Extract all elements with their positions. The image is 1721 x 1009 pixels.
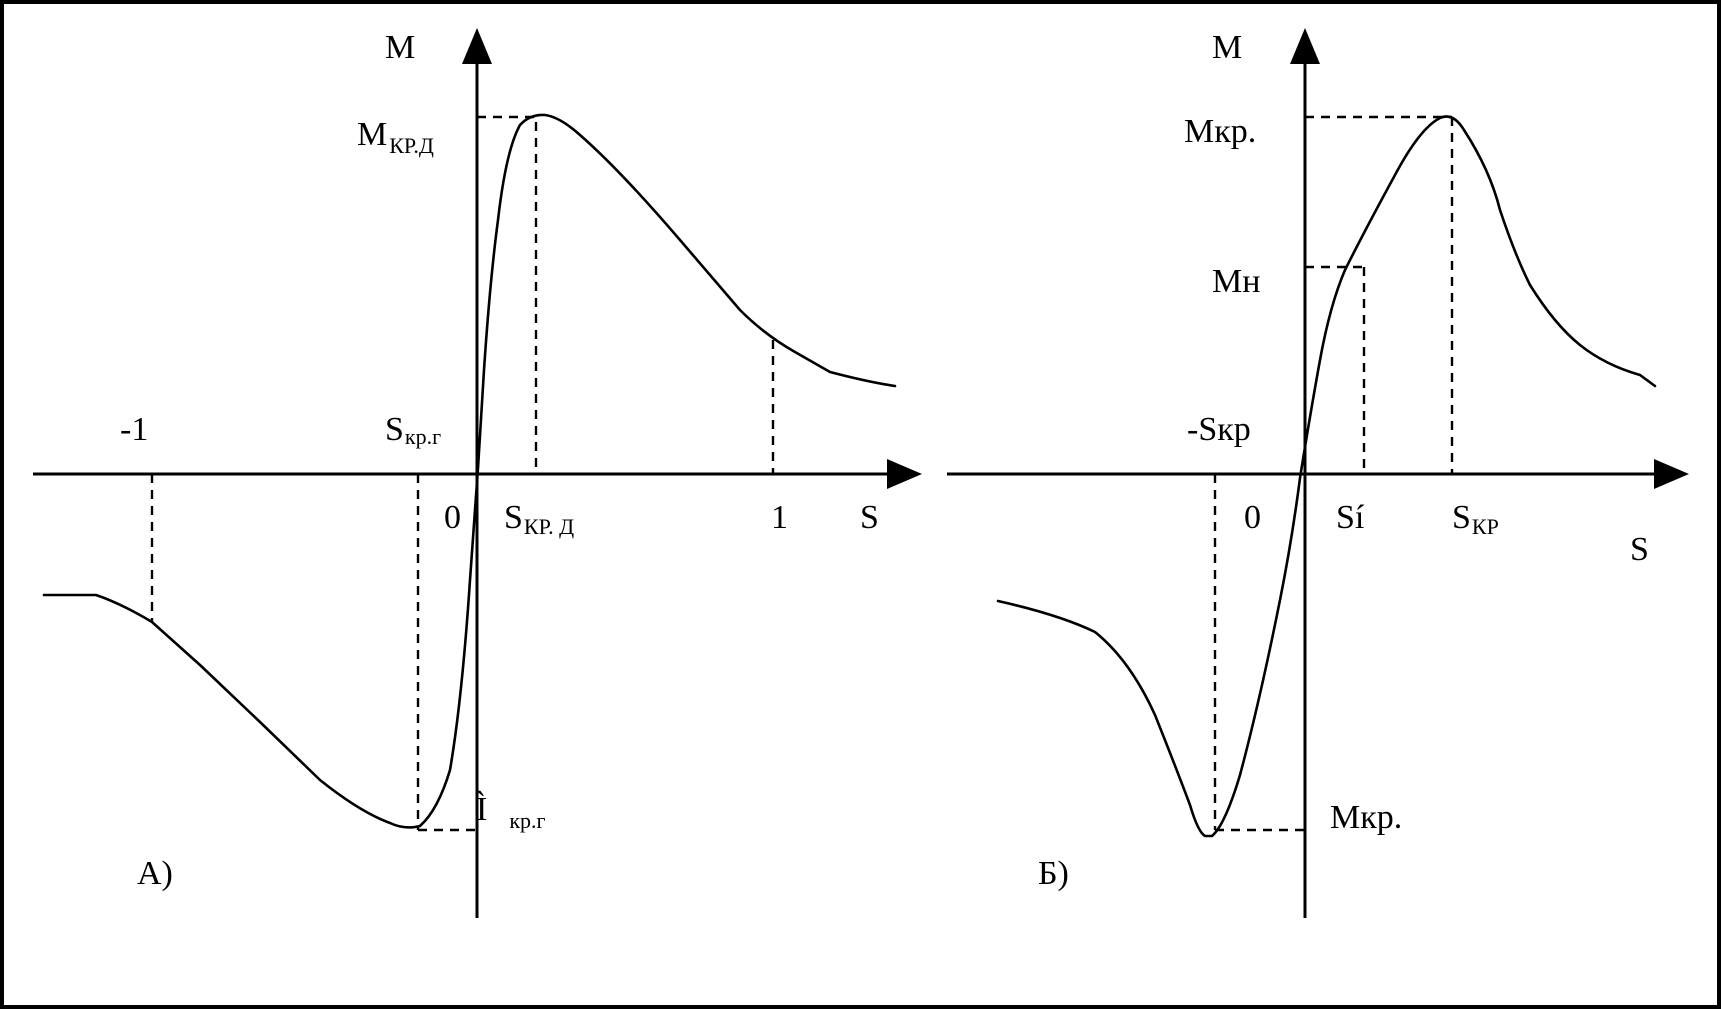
panel-a-torque-curve [42, 113, 897, 829]
panel-b-m-kr-top-label: Mкр. [1184, 113, 1256, 150]
panel-a-s-axis-arrow-icon [887, 459, 922, 489]
panel-b-s-n-label: Sí [1336, 499, 1365, 536]
panel-a-m-kr-d-main: M [357, 116, 387, 153]
panel-b-axis-s-label: S [1630, 531, 1649, 568]
panel-a-caption: А) [137, 855, 173, 892]
panel-a-tick-zero: 0 [444, 499, 461, 536]
panel-a-m-kr-d-label: MКР.Д [357, 116, 434, 158]
panel-b-m-axis-arrow-icon [1290, 28, 1320, 64]
panel-a-tick-one: 1 [771, 499, 788, 536]
panel-a-s-kr-g-main: S [385, 411, 404, 448]
panel-b-s-kr-label: SКР [1452, 499, 1499, 539]
panel-a-m-kr-d-sub: КР.Д [389, 133, 434, 158]
panel-a-axis-m-label: M [385, 29, 415, 66]
panel-a-s-kr-d-sub: КР. Д [524, 514, 574, 539]
panel-a-s-kr-g-label: Sкр.г [385, 411, 441, 449]
panel-a-tick-minus-one: -1 [120, 411, 148, 448]
panel-a-m-kr-g-main: Ì [476, 791, 487, 828]
panel-a-m-axis-arrow-icon [462, 28, 492, 64]
panel-b: M S Mкр. Mн -Sкр Mкр. 0 Sí SКР Б) [947, 28, 1689, 918]
panel-b-caption: Б) [1038, 855, 1069, 892]
panel-a-axis-s-label: S [860, 499, 879, 536]
panel-b-tick-zero: 0 [1244, 499, 1261, 536]
panel-a-s-kr-d-main: S [504, 499, 523, 536]
panel-b-s-kr-main: S [1452, 499, 1471, 536]
panel-b-minus-s-kr-label: -Sкр [1187, 411, 1251, 448]
panel-b-m-n-label: Mн [1212, 263, 1260, 300]
panel-b-axis-m-label: M [1212, 29, 1242, 66]
panel-b-m-kr-bottom-label: Mкр. [1330, 799, 1402, 836]
panel-a-m-kr-d-guide [477, 115, 538, 474]
panel-b-s-axis-arrow-icon [1654, 459, 1689, 489]
panel-b-s-kr-sub: КР [1472, 514, 1499, 539]
panel-a-s-kr-g-sub: кр.г [405, 424, 441, 449]
panel-a-s-kr-d-label: SКР. Д [504, 499, 574, 539]
panel-a-m-kr-g-sub: кр.г [509, 808, 545, 833]
panel-b-torque-curve [996, 115, 1657, 838]
